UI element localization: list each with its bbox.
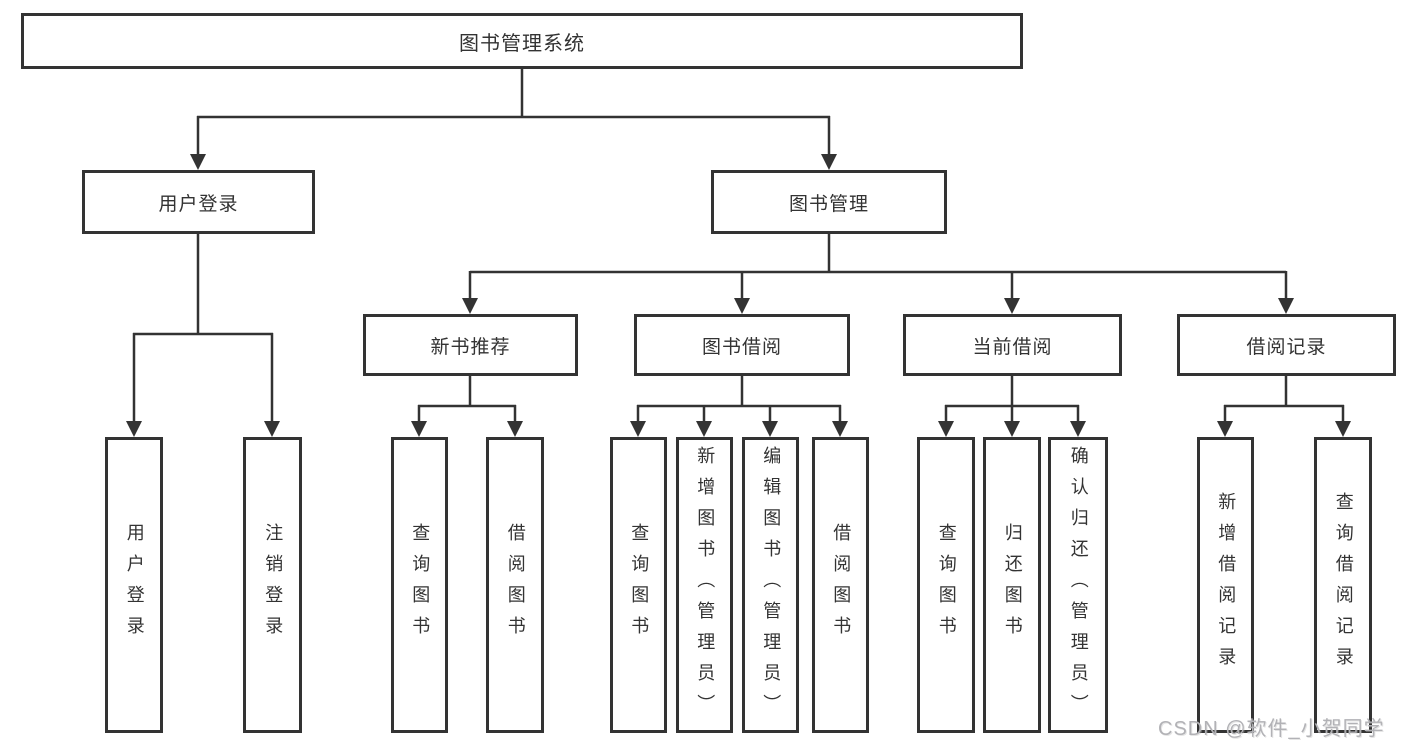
leaf-add-borrow-record: 新增借阅记录: [1197, 437, 1254, 733]
node-book-borrow: 图书借阅: [634, 314, 850, 376]
leaf-borrow-books: 借阅图书: [812, 437, 869, 733]
leaf-confirm-return-admin: 确认归还（管理员）: [1048, 437, 1108, 733]
leaf-borrow-books-recommend: 借阅图书: [486, 437, 544, 733]
node-user-login: 用户登录: [82, 170, 315, 234]
leaf-query-borrow-record: 查询借阅记录: [1314, 437, 1372, 733]
node-book-management: 图书管理: [711, 170, 947, 234]
node-current-borrow: 当前借阅: [903, 314, 1122, 376]
node-borrow-records: 借阅记录: [1177, 314, 1396, 376]
leaf-return-books: 归还图书: [983, 437, 1041, 733]
leaf-edit-books-admin: 编辑图书（管理员）: [742, 437, 799, 733]
leaf-user-login: 用户登录: [105, 437, 163, 733]
leaf-query-books-current: 查询图书: [917, 437, 975, 733]
node-new-book-recommend: 新书推荐: [363, 314, 578, 376]
watermark: CSDN @软件_小贺同学: [1158, 718, 1385, 740]
leaf-add-books-admin: 新增图书（管理员）: [676, 437, 733, 733]
node-root-system: 图书管理系统: [21, 13, 1023, 69]
leaf-logout: 注销登录: [243, 437, 302, 733]
leaf-query-books-recommend: 查询图书: [391, 437, 448, 733]
leaf-query-books-borrow: 查询图书: [610, 437, 667, 733]
